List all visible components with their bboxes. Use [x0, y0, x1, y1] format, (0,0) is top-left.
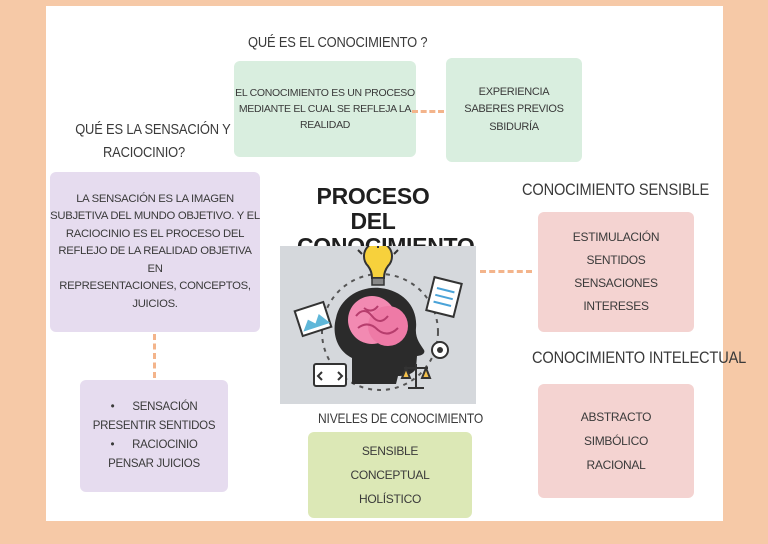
def-line: REPRESENTACIONES, CONCEPTOS, — [59, 280, 251, 293]
list-item: • RACIOCINIO — [93, 436, 215, 455]
sensible-item: SENTIDOS — [586, 253, 646, 268]
nivel-item: CONCEPTUAL — [350, 468, 430, 482]
intelectual-item: RACIONAL — [586, 458, 646, 472]
card-conocimiento-sensible: ESTIMULACIÓN SENTIDOS SENSACIONES INTERE… — [538, 212, 694, 332]
def-line: SUBJETIVA DEL MUNDO OBJETIVO. Y EL — [50, 210, 260, 223]
diagram-canvas: QUÉ ES EL CONOCIMIENTO ? EL CONOCIMIENTO… — [46, 6, 746, 521]
def-line: JUICIOS. — [132, 297, 178, 310]
bullet: • — [110, 401, 115, 414]
list-item-detail: PRESENTIR SENTIDOS — [92, 420, 216, 433]
heading-que-es-conocimiento: QUÉ ES EL CONOCIMIENTO ? — [248, 34, 428, 51]
def-line: MEDIANTE EL CUAL SE REFLEJA LA — [238, 102, 412, 115]
card-experiencia: EXPERIENCIA SABERES PREVIOS SBIDURÍA — [446, 58, 582, 162]
connector-dash — [480, 270, 532, 273]
card-sensacion-raciocinio: • SENSACIÓN PRESENTIR SENTIDOS • RACIOCINI… — [80, 380, 228, 492]
brain-illustration — [280, 241, 476, 404]
def-line: RACIOCINIO ES EL PROCESO DEL — [65, 227, 245, 240]
bullet: • — [110, 439, 115, 451]
heading-line: RACIOCINIO? — [103, 144, 185, 162]
card-definicion-conocimiento: EL CONOCIMIENTO ES UN PROCESO MEDIANTE E… — [234, 61, 416, 157]
card-niveles-conocimiento: SENSIBLE CONCEPTUAL HOLÍSTICO — [308, 432, 472, 518]
experiencia-item: SABERES PREVIOS — [464, 103, 564, 116]
heading-conocimiento-intelectual: CONOCIMIENTO INTELECTUAL — [532, 348, 747, 367]
heading-que-es-sensacion: QUÉ ES LA SENSACIÓN Y RACIOCINIO? — [75, 118, 231, 165]
intelectual-item: ABSTRACTO — [580, 410, 652, 424]
connector-dash — [153, 334, 156, 378]
nivel-item: SENSIBLE — [361, 444, 419, 458]
card-conocimiento-intelectual: ABSTRACTO SIMBÓLICO RACIONAL — [538, 384, 694, 498]
def-line: EL CONOCIMIENTO ES UN PROCESO — [235, 86, 415, 99]
intelectual-item: SIMBÓLICO — [584, 434, 648, 448]
sensible-item: SENSACIONES — [574, 276, 658, 290]
title-line: PROCESO DEL — [316, 183, 430, 234]
list-label: RACIOCINIO — [132, 439, 198, 451]
experiencia-item: EXPERIENCIA — [478, 86, 550, 99]
experiencia-item: SBIDURÍA — [489, 120, 539, 133]
nivel-item: HOLÍSTICO — [359, 492, 421, 506]
sensible-item: INTERESES — [583, 298, 649, 313]
def-line: REFLEJO DE LA REALIDAD OBJETIVA EN — [58, 245, 252, 275]
heading-line: QUÉ ES LA SENSACIÓN Y — [75, 121, 231, 138]
heading-niveles-conocimiento: NIVELES DE CONOCIMIENTO — [318, 410, 484, 426]
def-line: LA SENSACIÓN ES LA IMAGEN — [76, 192, 234, 205]
list-item-detail: PENSAR JUICIOS — [108, 457, 200, 470]
card-definicion-sensacion: LA SENSACIÓN ES LA IMAGEN SUBJETIVA DEL … — [50, 172, 260, 332]
brain-head-icon — [293, 241, 463, 391]
heading-conocimiento-sensible: CONOCIMIENTO SENSIBLE — [522, 180, 710, 199]
def-line: REALIDAD — [299, 119, 351, 132]
sensacion-list: • SENSACIÓN PRESENTIR SENTIDOS • RACIOCINI… — [92, 398, 216, 474]
list-label: SENSACIÓN — [132, 401, 198, 414]
list-item: • SENSACIÓN — [93, 398, 215, 417]
sensible-item: ESTIMULACIÓN — [572, 230, 660, 245]
connector-dash — [412, 110, 444, 113]
